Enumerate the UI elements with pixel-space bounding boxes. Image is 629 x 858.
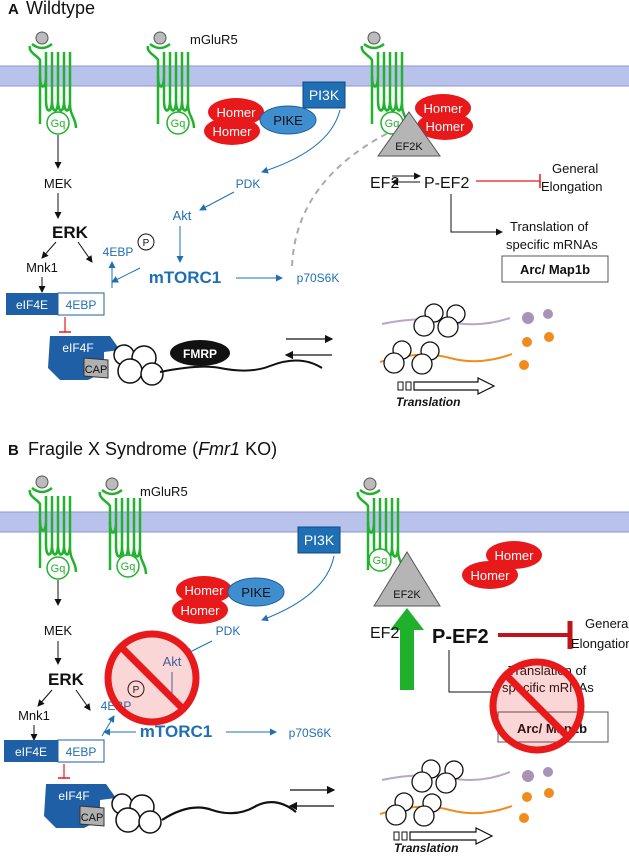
panel-b-title: Fragile X Syndrome (Fmr1 KO) (28, 439, 277, 459)
homer-b4-label: Homer (470, 568, 510, 583)
gq-b1-label: Gq (51, 563, 66, 575)
mglur5-label-b: mGluR5 (140, 484, 188, 499)
panel-b: B Fragile X Syndrome (Fmr1 KO) Gq Gq Gq … (0, 439, 629, 855)
elongation-b: Elongation (571, 636, 629, 651)
mek-b: MEK (44, 623, 73, 638)
homer-a3-label: Homer (423, 101, 463, 116)
pike-label-a: PIKE (273, 113, 303, 128)
phospho-b-label: P (133, 685, 140, 696)
panel-b-letter: B (8, 442, 19, 459)
ef2k-label-a: EF2K (395, 141, 423, 153)
pi3k-label-a: PI3K (309, 87, 340, 103)
eif4e-label-a: eIF4E (16, 298, 48, 312)
fmrp-label-a: FMRP (183, 347, 217, 361)
no-sign-b1 (104, 630, 200, 726)
general-b: General (585, 616, 629, 631)
ef2k-a (377, 111, 441, 157)
pi3k-box-b (297, 526, 341, 554)
eif4f-label-b: eIF4F (58, 789, 89, 803)
translation-of-a: Translation of (510, 219, 589, 234)
mnk1-b: Mnk1 (18, 708, 50, 723)
eif4e-box-a (6, 293, 58, 315)
translation-label-a: Translation (396, 395, 460, 409)
panel-a-letter: A (8, 1, 19, 18)
gq-a1 (46, 111, 70, 135)
ef2-a: EF2 (370, 175, 399, 192)
translation-arrow-b (409, 827, 494, 845)
mglur5-label-a: mGluR5 (190, 32, 238, 47)
cap-label-a: CAP (85, 364, 108, 376)
membrane-b (0, 512, 629, 532)
mtorc1-b: mTORC1 (140, 722, 212, 741)
erk-b: ERK (48, 670, 85, 689)
mtorc1-a: mTORC1 (149, 268, 221, 287)
homer-a2-label: Homer (212, 124, 252, 139)
p70s6k-b: p70S6K (289, 726, 332, 740)
phospho-a-label: P (143, 238, 150, 249)
panel-a-title: Wildtype (26, 0, 95, 18)
4ebp-box-label-a: 4EBP (66, 298, 97, 312)
gq-a1-label: Gq (51, 118, 66, 130)
akt-b: Akt (163, 654, 182, 669)
gq-a2 (166, 111, 190, 135)
4ebp-box-b (57, 739, 105, 763)
pdk-b: PDK (216, 624, 241, 638)
4ebp-box-a (57, 292, 105, 316)
no-sign-b2 (489, 658, 585, 754)
gq-b2-label: Gq (121, 561, 136, 573)
fmrp-a (170, 340, 230, 366)
general-a: General (552, 161, 598, 176)
homer-a1-label: Homer (216, 105, 256, 120)
translation-arrow-a (413, 377, 496, 395)
translation-label-b: Translation (394, 841, 458, 853)
homer-a2 (204, 117, 260, 145)
pike-a (259, 105, 317, 135)
phospho-a (137, 233, 155, 251)
panel-a: A Wildtype Gq Gq Gq mGluR5 PI3K Homer Ho… (0, 0, 629, 409)
gq-a2-label: Gq (171, 118, 186, 130)
4ebp-box-label-b: 4EBP (66, 745, 97, 759)
mnk1-a: Mnk1 (26, 260, 58, 275)
pi3k-label-b: PI3K (304, 532, 335, 548)
erk-a: ERK (52, 223, 89, 242)
gq-b3-label: Gq (373, 555, 388, 567)
ef2k-b (373, 551, 441, 607)
elongation-a: Elongation (541, 179, 602, 194)
cap-label-b: CAP (81, 812, 104, 824)
gq-a3-label: Gq (385, 118, 400, 130)
mek-a: MEK (44, 176, 73, 191)
homer-b2-label: Homer (180, 603, 220, 618)
pi3k-box-a (302, 81, 346, 109)
homer-b3-label: Homer (494, 548, 534, 563)
up-arrow-b (390, 608, 424, 690)
eif4e-label-b: eIF4E (15, 745, 47, 759)
pdk-a: PDK (236, 177, 261, 191)
arc-box-a (501, 255, 609, 283)
cap-a (83, 357, 109, 379)
specific-a: specific mRNAs (506, 237, 598, 252)
akt-a: Akt (173, 208, 192, 223)
eif4e-box-b (4, 740, 58, 762)
homer-a4 (417, 112, 473, 140)
arc-label-a: Arc/ Map1b (520, 262, 590, 277)
ef2k-label-b: EF2K (393, 589, 421, 601)
pike-label-b: PIKE (241, 585, 271, 600)
pef2-a: P-EF2 (424, 175, 469, 192)
pef2-b: P-EF2 (432, 626, 489, 648)
homer-b1-label: Homer (184, 583, 224, 598)
ef2-b: EF2 (370, 625, 399, 642)
4ebp-a: 4EBP (103, 245, 134, 259)
eif4f-label-a: eIF4F (62, 341, 93, 355)
p70s6k-a: p70S6K (297, 271, 340, 285)
homer-a4-label: Homer (425, 119, 465, 134)
